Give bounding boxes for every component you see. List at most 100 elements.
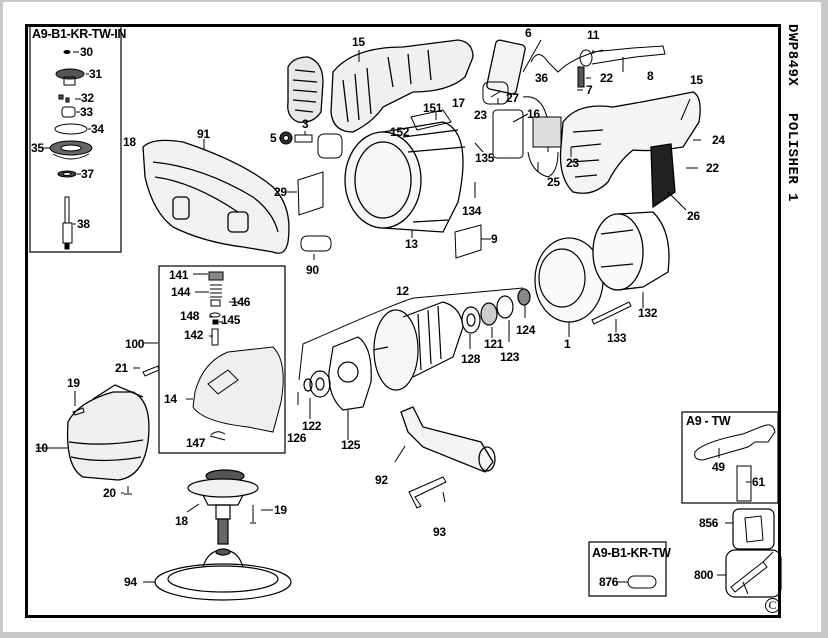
callout-135[interactable]: 135 bbox=[475, 151, 495, 165]
callout-8[interactable]: 8 bbox=[647, 69, 654, 83]
callout-133[interactable]: 133 bbox=[607, 331, 627, 345]
callout-13[interactable]: 13 bbox=[405, 237, 418, 251]
callout-18-top[interactable]: 18 bbox=[123, 135, 136, 149]
screw-20-drawing bbox=[124, 486, 132, 495]
callout-148[interactable]: 148 bbox=[180, 309, 200, 323]
callout-91[interactable]: 91 bbox=[197, 127, 210, 141]
callout-34[interactable]: 34 bbox=[91, 122, 104, 136]
callout-23-right[interactable]: 23 bbox=[566, 156, 579, 170]
callout-124[interactable]: 124 bbox=[516, 323, 536, 337]
callout-876[interactable]: 876 bbox=[599, 575, 619, 589]
side-handle-drawing bbox=[142, 139, 290, 254]
armature-drawing bbox=[303, 237, 604, 411]
callout-145[interactable]: 145 bbox=[221, 313, 241, 327]
inset-box-gear-case bbox=[158, 265, 286, 454]
label-sheet-151 bbox=[410, 109, 452, 131]
callout-151[interactable]: 151 bbox=[423, 101, 443, 115]
adapter-61-drawing bbox=[736, 465, 752, 502]
screw-133-drawing bbox=[591, 301, 632, 325]
rear-housing-drawing bbox=[287, 39, 526, 133]
callout-26[interactable]: 26 bbox=[687, 209, 700, 223]
callout-20[interactable]: 20 bbox=[103, 486, 116, 500]
inset-box-kit-tw bbox=[681, 411, 779, 504]
callout-10[interactable]: 10 bbox=[35, 441, 48, 455]
callout-17[interactable]: 17 bbox=[452, 96, 465, 110]
callout-126[interactable]: 126 bbox=[287, 431, 307, 445]
callout-856[interactable]: 856 bbox=[699, 516, 719, 530]
callout-92[interactable]: 92 bbox=[375, 473, 388, 487]
callout-132[interactable]: 132 bbox=[638, 306, 658, 320]
callout-27[interactable]: 27 bbox=[506, 91, 519, 105]
callout-800[interactable]: 800 bbox=[694, 568, 714, 582]
kit-in-parts-drawing bbox=[49, 50, 93, 250]
parts-diagram-page: DWP849X POLISHER 1 A9-B1-KR-TW-IN A9 - T… bbox=[3, 2, 821, 632]
callout-35[interactable]: 35 bbox=[31, 141, 44, 155]
callout-146[interactable]: 146 bbox=[231, 295, 251, 309]
callout-36[interactable]: 36 bbox=[535, 71, 548, 85]
callout-31[interactable]: 31 bbox=[89, 67, 102, 81]
callout-25[interactable]: 25 bbox=[547, 175, 560, 189]
callout-22-right[interactable]: 22 bbox=[706, 161, 719, 175]
side-handle-92-drawing bbox=[400, 406, 496, 473]
callout-38[interactable]: 38 bbox=[77, 217, 90, 231]
callout-5[interactable]: 5 bbox=[270, 131, 277, 145]
callout-141[interactable]: 141 bbox=[169, 268, 189, 282]
model-number: DWP849X bbox=[784, 24, 800, 87]
callout-15-front[interactable]: 15 bbox=[690, 73, 703, 87]
callout-49[interactable]: 49 bbox=[712, 460, 725, 474]
callout-37[interactable]: 37 bbox=[81, 167, 94, 181]
callout-16[interactable]: 16 bbox=[527, 107, 540, 121]
callout-93[interactable]: 93 bbox=[433, 525, 446, 539]
callout-94[interactable]: 94 bbox=[124, 575, 137, 589]
callout-15-rear[interactable]: 15 bbox=[352, 35, 365, 49]
power-cord-drawing bbox=[579, 45, 666, 67]
spindle-assembly-drawing bbox=[187, 469, 259, 545]
callout-100[interactable]: 100 bbox=[125, 337, 145, 351]
callout-90[interactable]: 90 bbox=[306, 263, 319, 277]
callout-19-guard[interactable]: 19 bbox=[67, 376, 80, 390]
callout-121[interactable]: 121 bbox=[484, 337, 504, 351]
callout-128[interactable]: 128 bbox=[461, 352, 481, 366]
callout-125[interactable]: 125 bbox=[341, 438, 361, 452]
callout-21[interactable]: 21 bbox=[115, 361, 128, 375]
callout-12[interactable]: 12 bbox=[396, 284, 409, 298]
callout-11[interactable]: 11 bbox=[587, 28, 600, 42]
side-title: DWP849X POLISHER 1 bbox=[784, 24, 800, 202]
callout-32[interactable]: 32 bbox=[81, 91, 94, 105]
page-number: 1 bbox=[784, 193, 800, 203]
product-title: POLISHER bbox=[784, 113, 800, 185]
callout-134[interactable]: 134 bbox=[462, 204, 482, 218]
callout-23-left[interactable]: 23 bbox=[474, 108, 487, 122]
callout-122[interactable]: 122 bbox=[302, 419, 322, 433]
callout-7[interactable]: 7 bbox=[586, 83, 593, 97]
callout-123[interactable]: 123 bbox=[500, 350, 520, 364]
screw-19b-drawing bbox=[250, 505, 256, 524]
manual-856-drawing bbox=[744, 515, 764, 543]
callout-33[interactable]: 33 bbox=[80, 105, 93, 119]
screw-19a-drawing bbox=[72, 407, 85, 416]
label-sheet-29 bbox=[297, 171, 324, 216]
kit-tw-title: A9 - TW bbox=[686, 414, 731, 428]
callout-18-spindle[interactable]: 18 bbox=[175, 514, 188, 528]
callout-24[interactable]: 24 bbox=[712, 133, 725, 147]
callout-147[interactable]: 147 bbox=[186, 436, 206, 450]
callout-30[interactable]: 30 bbox=[80, 45, 93, 59]
guard-drawing bbox=[66, 384, 150, 481]
callout-14[interactable]: 14 bbox=[164, 392, 177, 406]
callout-22-top[interactable]: 22 bbox=[600, 71, 613, 85]
callout-29[interactable]: 29 bbox=[274, 185, 287, 199]
callout-19-spindle[interactable]: 19 bbox=[274, 503, 287, 517]
sleeve-876-drawing bbox=[627, 575, 657, 589]
callout-9[interactable]: 9 bbox=[491, 232, 498, 246]
callout-1[interactable]: 1 bbox=[564, 337, 571, 351]
callout-152[interactable]: 152 bbox=[390, 125, 410, 139]
callout-144[interactable]: 144 bbox=[171, 285, 191, 299]
callout-3[interactable]: 3 bbox=[302, 117, 309, 131]
callout-6[interactable]: 6 bbox=[525, 26, 532, 40]
label-sheet-9 bbox=[454, 224, 482, 259]
stator-drawing bbox=[592, 211, 670, 291]
bushing-90-drawing bbox=[300, 235, 332, 252]
hex-key-drawing bbox=[408, 476, 447, 509]
callout-142[interactable]: 142 bbox=[184, 328, 204, 342]
callout-61[interactable]: 61 bbox=[752, 475, 765, 489]
